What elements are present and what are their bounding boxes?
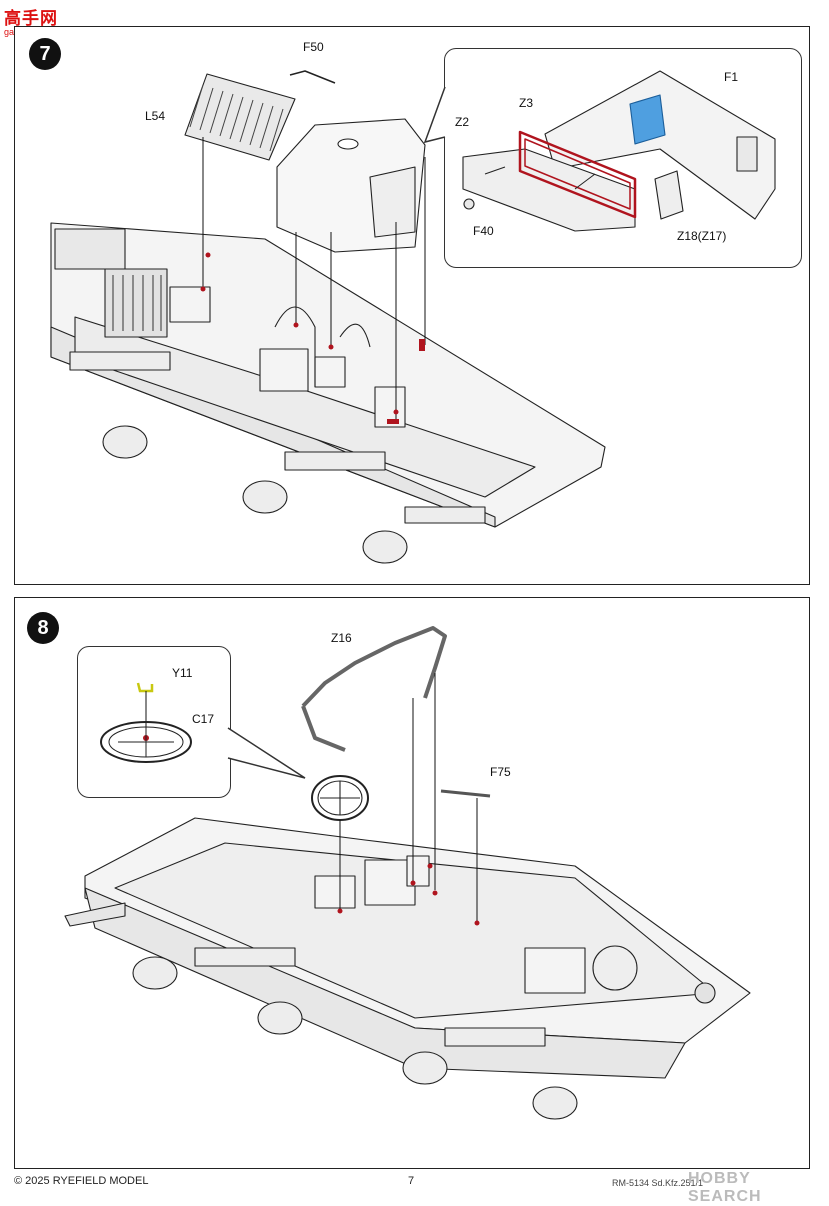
part-label-L54: L54 — [145, 109, 166, 123]
site-logo-text: 高手网 — [4, 9, 58, 28]
part-label-F1: F1 — [724, 70, 739, 84]
part-label-Z18: Z18(Z17) — [677, 229, 727, 243]
part-label-F75: F75 — [490, 765, 511, 779]
step-8-number: 8 — [27, 612, 59, 644]
step-7-number: 7 — [29, 38, 61, 70]
part-label-F50: F50 — [303, 40, 324, 54]
step-8-panel: 8 — [14, 597, 810, 1169]
step-7-hull-drawing — [50, 70, 606, 564]
part-label-Z16: Z16 — [331, 631, 352, 645]
part-label-F40: F40 — [473, 224, 494, 238]
watermark-hobby-search: HOBBY SEARCH — [688, 1170, 762, 1205]
step-7-panel: 7 — [14, 26, 810, 585]
step-8-detail-drawing — [100, 682, 192, 763]
step-7-detail-drawing — [462, 70, 776, 232]
footer-copyright: © 2025 RYEFIELD MODEL — [14, 1175, 149, 1187]
part-label-C17: C17 — [192, 712, 215, 726]
step-8-hull-drawing — [64, 626, 751, 1120]
part-label-Y11: Y11 — [172, 666, 193, 680]
part-label-Z3: Z3 — [519, 96, 534, 110]
footer-page-number: 7 — [408, 1175, 415, 1187]
footer-kit-code: RM-5134 Sd.Kfz.251/1 — [612, 1178, 704, 1188]
step-8-detail-callout: Y11 C17 — [77, 646, 231, 798]
part-label-Z2: Z2 — [455, 115, 470, 129]
step-7-detail-callout: F1 Z3 Z2 F40 Z18(Z17) — [444, 48, 802, 268]
